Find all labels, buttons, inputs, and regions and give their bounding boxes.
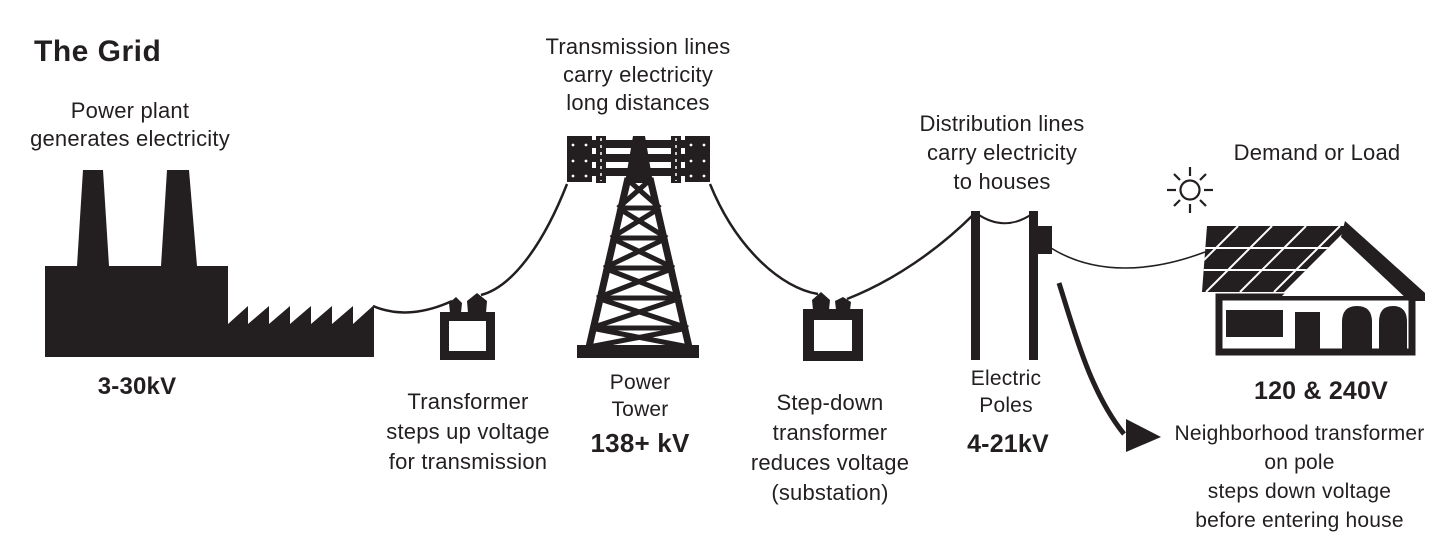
power-tower-name: Power Tower xyxy=(609,371,671,421)
transmission-voltage: 138+ kV xyxy=(590,428,690,458)
house-door-icon xyxy=(1295,312,1320,355)
neighborhood-transformer-note: Neighborhood transformer on pole steps d… xyxy=(1174,422,1425,532)
smokestack-icon xyxy=(161,170,197,266)
demand-caption: Demand or Load xyxy=(1233,140,1401,165)
sun-icon xyxy=(1167,167,1213,213)
step-up-transformer-caption: Transformer steps up voltage for transmi… xyxy=(386,389,550,474)
arrow-icon xyxy=(1056,282,1161,452)
distribution-caption: Distribution lines carry electricity to … xyxy=(919,111,1085,194)
house-icon xyxy=(1202,221,1425,356)
pole-transformer-icon xyxy=(1036,226,1052,254)
power-line-icon xyxy=(372,183,1206,314)
demand-voltage: 120 & 240V xyxy=(1253,377,1389,405)
arched-window-icon xyxy=(1342,306,1372,354)
transmission-tower-icon xyxy=(567,136,710,358)
power-plant-icon xyxy=(45,170,374,357)
arched-window-icon xyxy=(1379,306,1407,354)
page-title: The Grid xyxy=(34,35,162,68)
distribution-voltage: 4-21kV xyxy=(967,430,1049,458)
electric-poles-icon xyxy=(971,211,1052,360)
transformer-icon xyxy=(440,293,495,360)
transmission-caption: Transmission lines carry electricity lon… xyxy=(545,34,731,115)
smokestack-icon xyxy=(77,170,109,266)
electric-poles-name: Electric Poles xyxy=(970,367,1042,417)
power-plant-caption: Power plant generates electricity xyxy=(30,98,230,151)
power-plant-voltage: 3-30kV xyxy=(97,373,177,400)
step-down-transformer-caption: Step-down transformer reduces voltage (s… xyxy=(750,390,910,505)
house-window-icon xyxy=(1226,310,1283,337)
substation-transformer-icon xyxy=(803,292,863,361)
